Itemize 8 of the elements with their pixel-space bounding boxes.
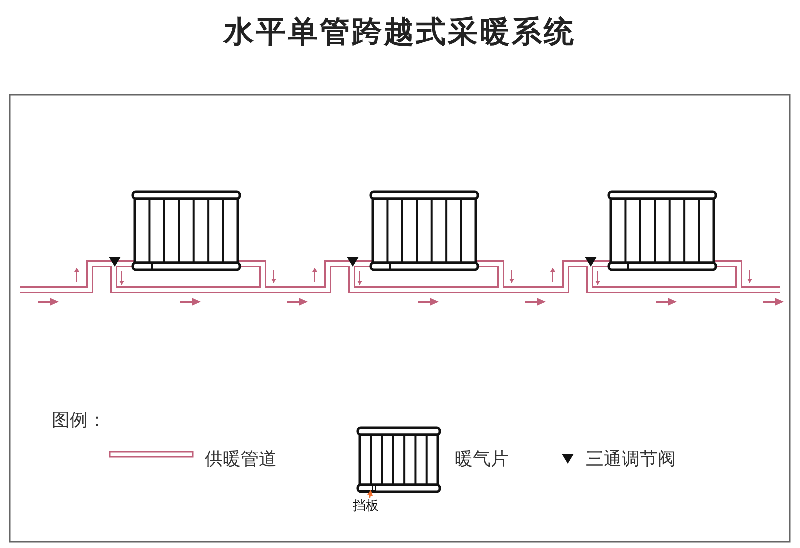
legend-label: 供暖管道 — [205, 448, 277, 471]
legend-label: 暖气片 — [455, 448, 509, 471]
callout-label: 挡板 — [353, 497, 379, 515]
baffle-part — [358, 484, 376, 492]
title: 水平单管跨越式采暖系统 — [222, 14, 577, 52]
leader-line — [367, 490, 374, 498]
legend-heading: 图例： — [52, 409, 106, 432]
legend-label: 三通调节阀 — [586, 448, 676, 471]
